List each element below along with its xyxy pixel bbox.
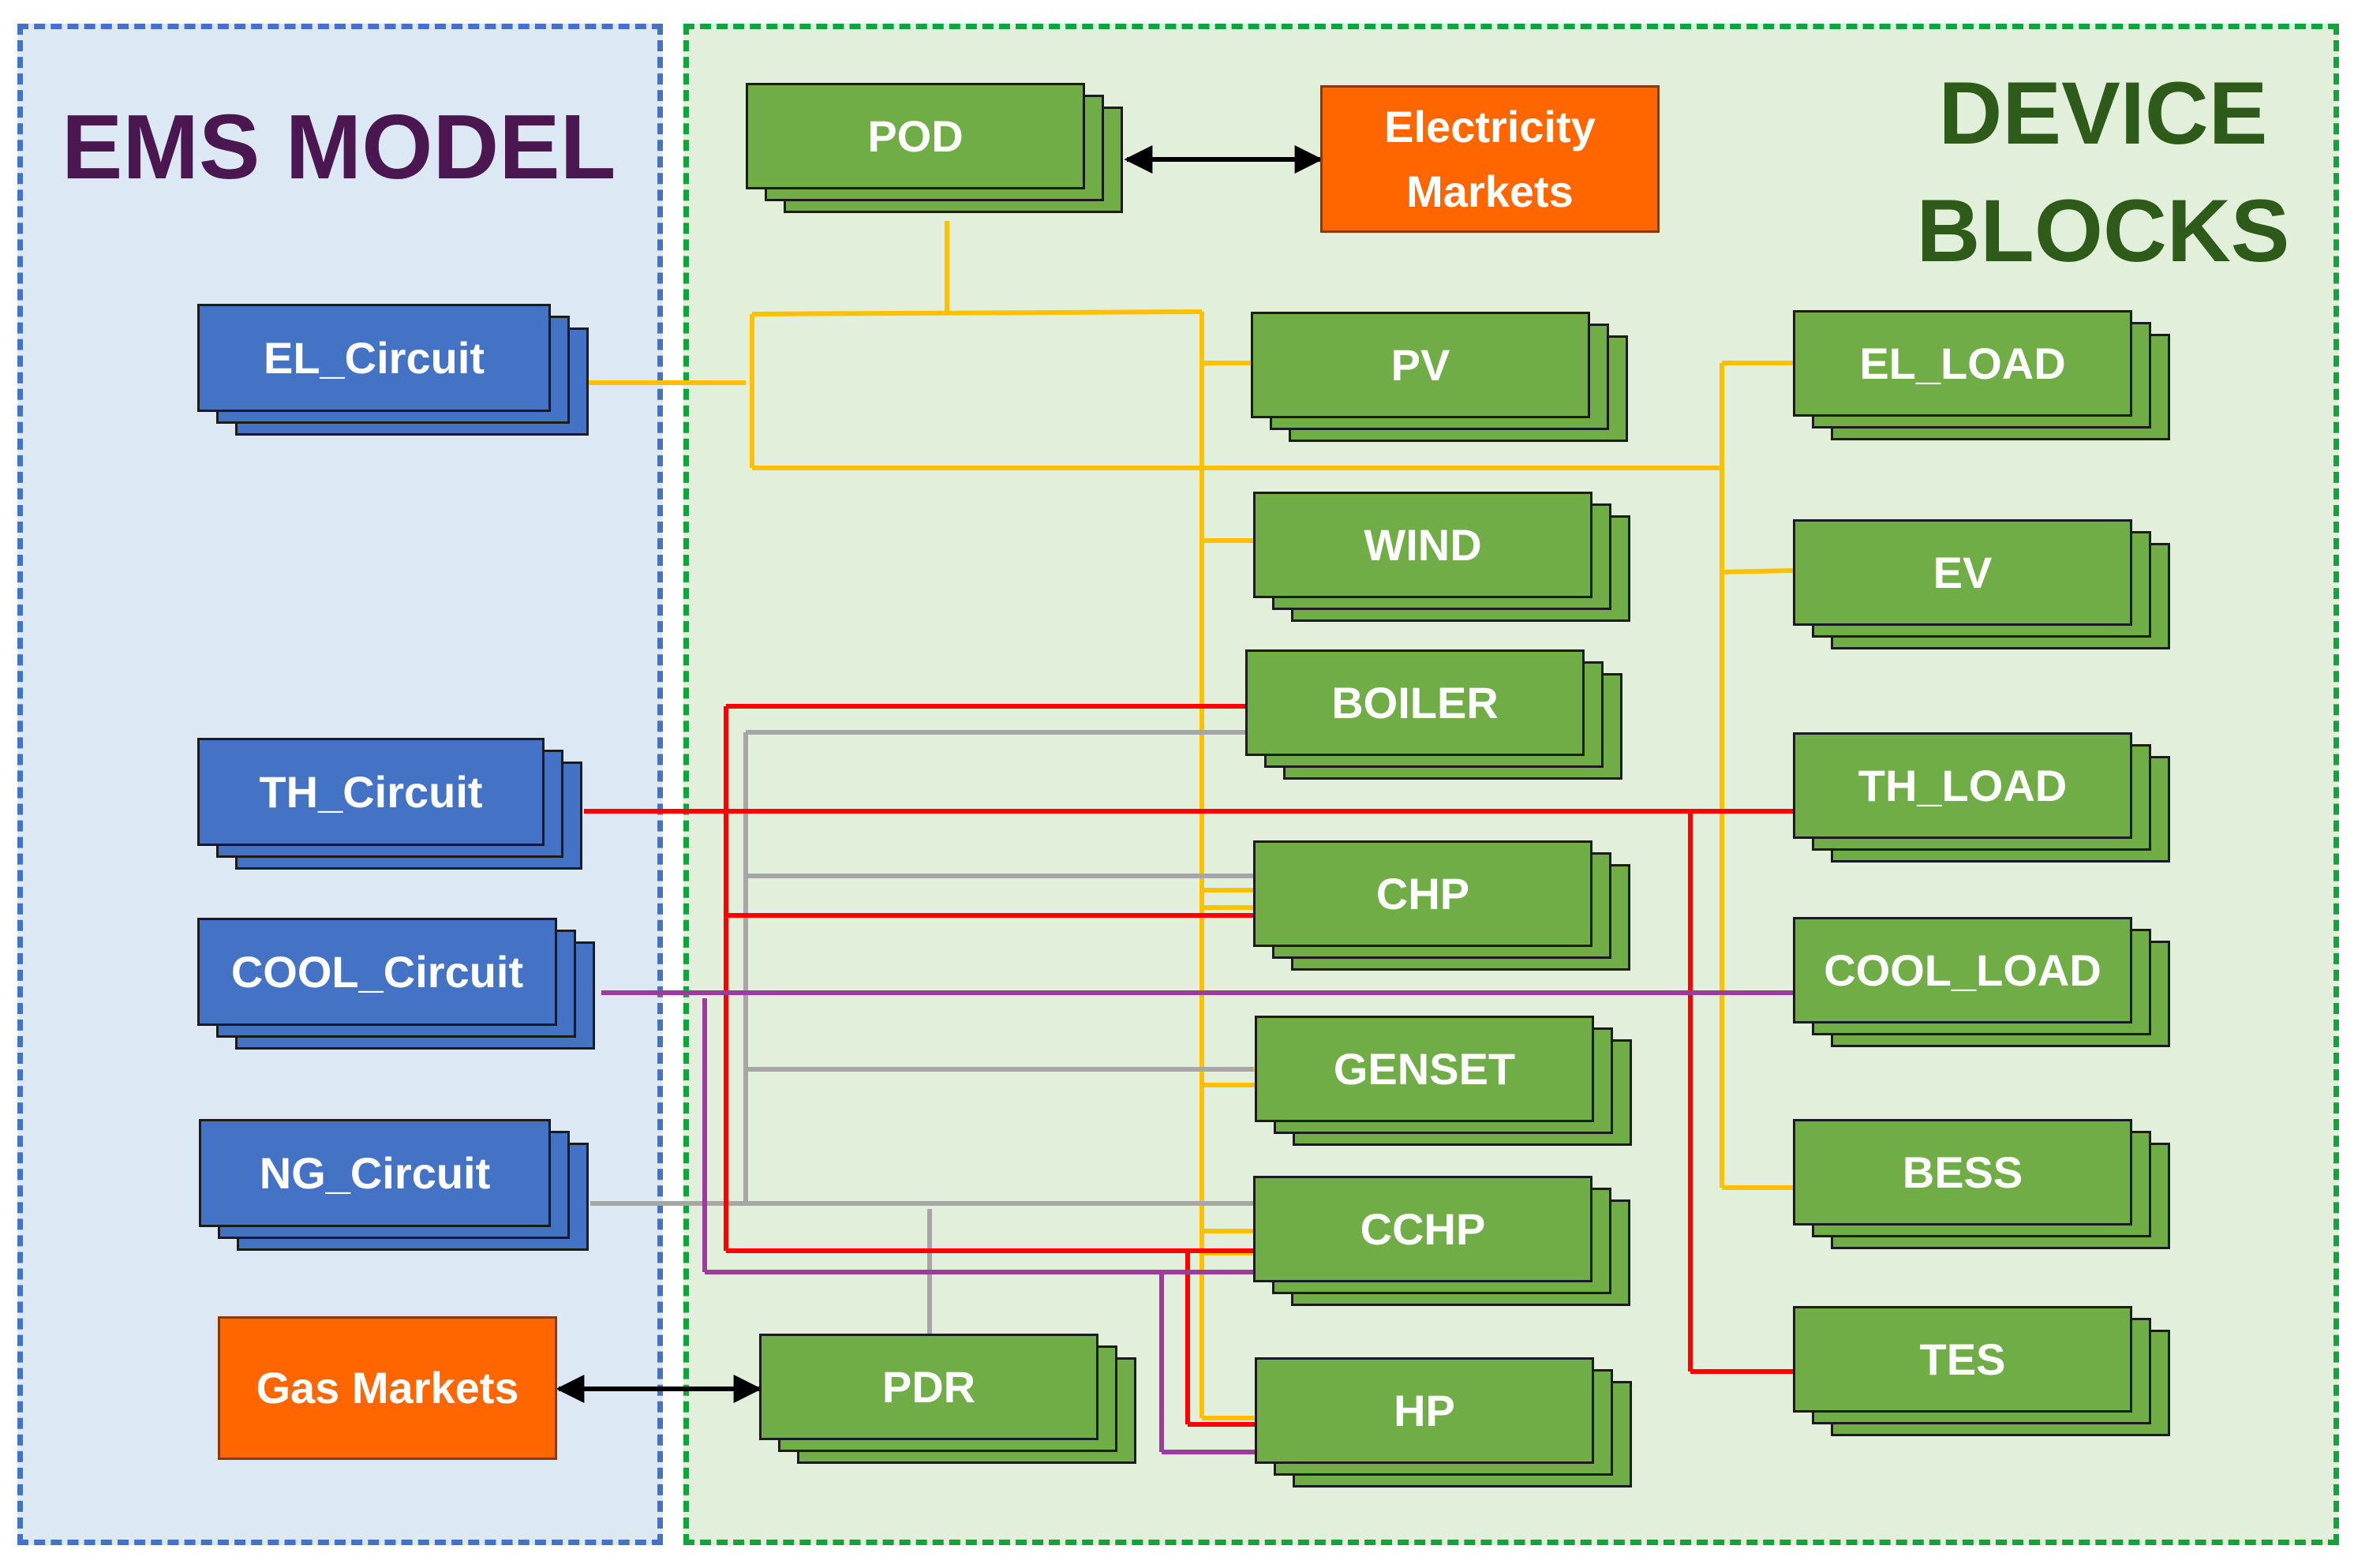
thermal-lines — [584, 704, 1793, 1427]
ev-label: EV — [1793, 519, 2132, 626]
th-circuit-label: TH_Circuit — [197, 738, 545, 846]
gas-lines — [590, 730, 1253, 1334]
market-arrows — [556, 145, 1323, 1403]
pod-label: POD — [746, 83, 1085, 189]
ng-circuit-label: NG_Circuit — [199, 1119, 551, 1227]
hp-label: HP — [1255, 1357, 1594, 1464]
electricity-markets-label: Electricity Markets — [1384, 102, 1596, 216]
tes-label: TES — [1793, 1306, 2132, 1413]
cool-load-label: COOL_LOAD — [1793, 917, 2132, 1024]
cooling-lines — [601, 990, 1793, 1454]
electricity-markets-box[interactable]: Electricity Markets — [1320, 85, 1660, 233]
gas-markets-box[interactable]: Gas Markets — [218, 1316, 557, 1460]
cchp-label: CCHP — [1253, 1176, 1592, 1282]
boiler-label: BOILER — [1245, 649, 1585, 756]
wind-label: WIND — [1253, 492, 1592, 598]
pdr-label: PDR — [759, 1334, 1098, 1440]
chp-label: CHP — [1253, 840, 1592, 947]
genset-label: GENSET — [1255, 1016, 1594, 1122]
el-circuit-label: EL_Circuit — [197, 304, 551, 412]
device-blocks-title: DEVICE BLOCKS — [1916, 64, 2290, 280]
bess-label: BESS — [1793, 1119, 2132, 1226]
gas-markets-label: Gas Markets — [256, 1363, 519, 1413]
pv-label: PV — [1251, 312, 1590, 418]
ems-model-title: EMS MODEL — [62, 95, 616, 198]
electric-lines — [588, 221, 1794, 1420]
th-load-label: TH_LOAD — [1793, 732, 2132, 839]
el-load-label: EL_LOAD — [1793, 310, 2132, 417]
cool-circuit-label: COOL_Circuit — [197, 918, 557, 1026]
